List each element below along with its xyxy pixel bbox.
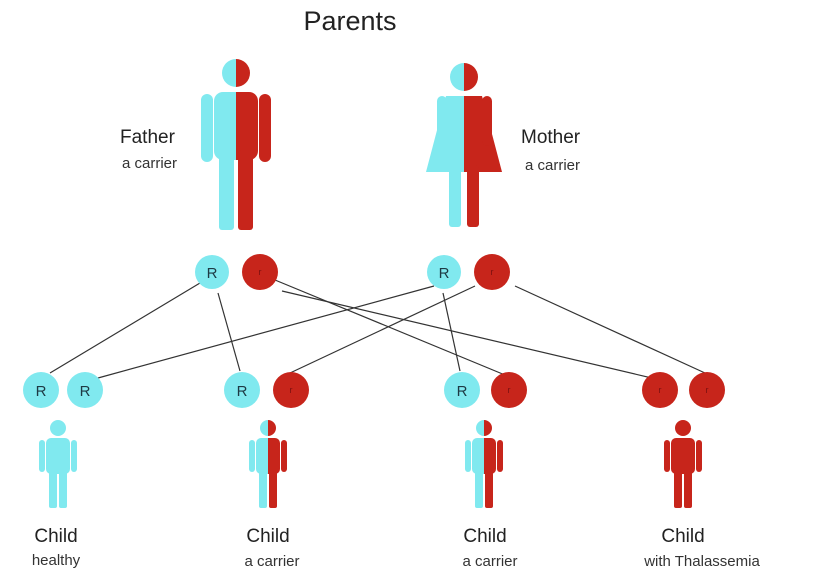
child-3-alleles: R r: [444, 372, 527, 408]
child-4-alleles: r r: [642, 372, 725, 408]
inheritance-lines: [49, 279, 706, 380]
svg-text:r: r: [706, 385, 709, 395]
father-label: Father: [120, 127, 176, 148]
line-father-R-child2: [217, 292, 241, 372]
child-3-figure: [465, 420, 503, 508]
mother-alleles: R r: [427, 254, 510, 290]
line-father-R-child1: [49, 282, 201, 374]
svg-text:R: R: [237, 383, 248, 400]
svg-text:R: R: [36, 383, 47, 400]
child-2-status: a carrier: [244, 553, 299, 570]
svg-text:r: r: [508, 385, 511, 395]
line-mother-R-child1: [97, 285, 435, 379]
svg-text:R: R: [80, 383, 91, 400]
line-father-r-child3: [274, 279, 506, 376]
father-alleles: R r: [195, 254, 278, 290]
svg-text:r: r: [290, 385, 293, 395]
child-1-figure: [39, 420, 77, 508]
mother-allele-R: R: [427, 255, 461, 289]
child-2-alleles: R r: [224, 372, 309, 408]
diagram-title: Parents: [303, 6, 396, 36]
father-allele-r: r: [242, 254, 278, 290]
svg-text:R: R: [457, 383, 468, 400]
father-status: a carrier: [122, 155, 177, 172]
mother-label: Mother: [521, 127, 581, 148]
line-mother-r-child4: [514, 285, 706, 374]
child-4-figure: [664, 420, 702, 508]
child-1-status: healthy: [32, 552, 81, 569]
child-2-figure: [249, 420, 287, 508]
svg-text:r: r: [259, 267, 262, 277]
child-3-status: a carrier: [462, 553, 517, 570]
mother-status: a carrier: [525, 157, 580, 174]
line-mother-R-child3: [442, 292, 461, 372]
child-1-label: Child: [34, 526, 77, 547]
svg-text:r: r: [491, 267, 494, 277]
child-1-alleles: R R: [23, 372, 103, 408]
child-3-label: Child: [463, 526, 506, 547]
father-allele-R: R: [195, 255, 229, 289]
mother-allele-r: r: [474, 254, 510, 290]
mother-figure: [426, 63, 502, 227]
child-2-label: Child: [246, 526, 289, 547]
svg-text:R: R: [207, 265, 218, 282]
child-4-status: with Thalassemia: [643, 553, 760, 570]
child-4-label: Child: [661, 526, 704, 547]
svg-text:r: r: [659, 385, 662, 395]
line-father-r-child4: [281, 290, 657, 380]
svg-text:R: R: [439, 265, 450, 282]
father-figure: [201, 59, 271, 230]
